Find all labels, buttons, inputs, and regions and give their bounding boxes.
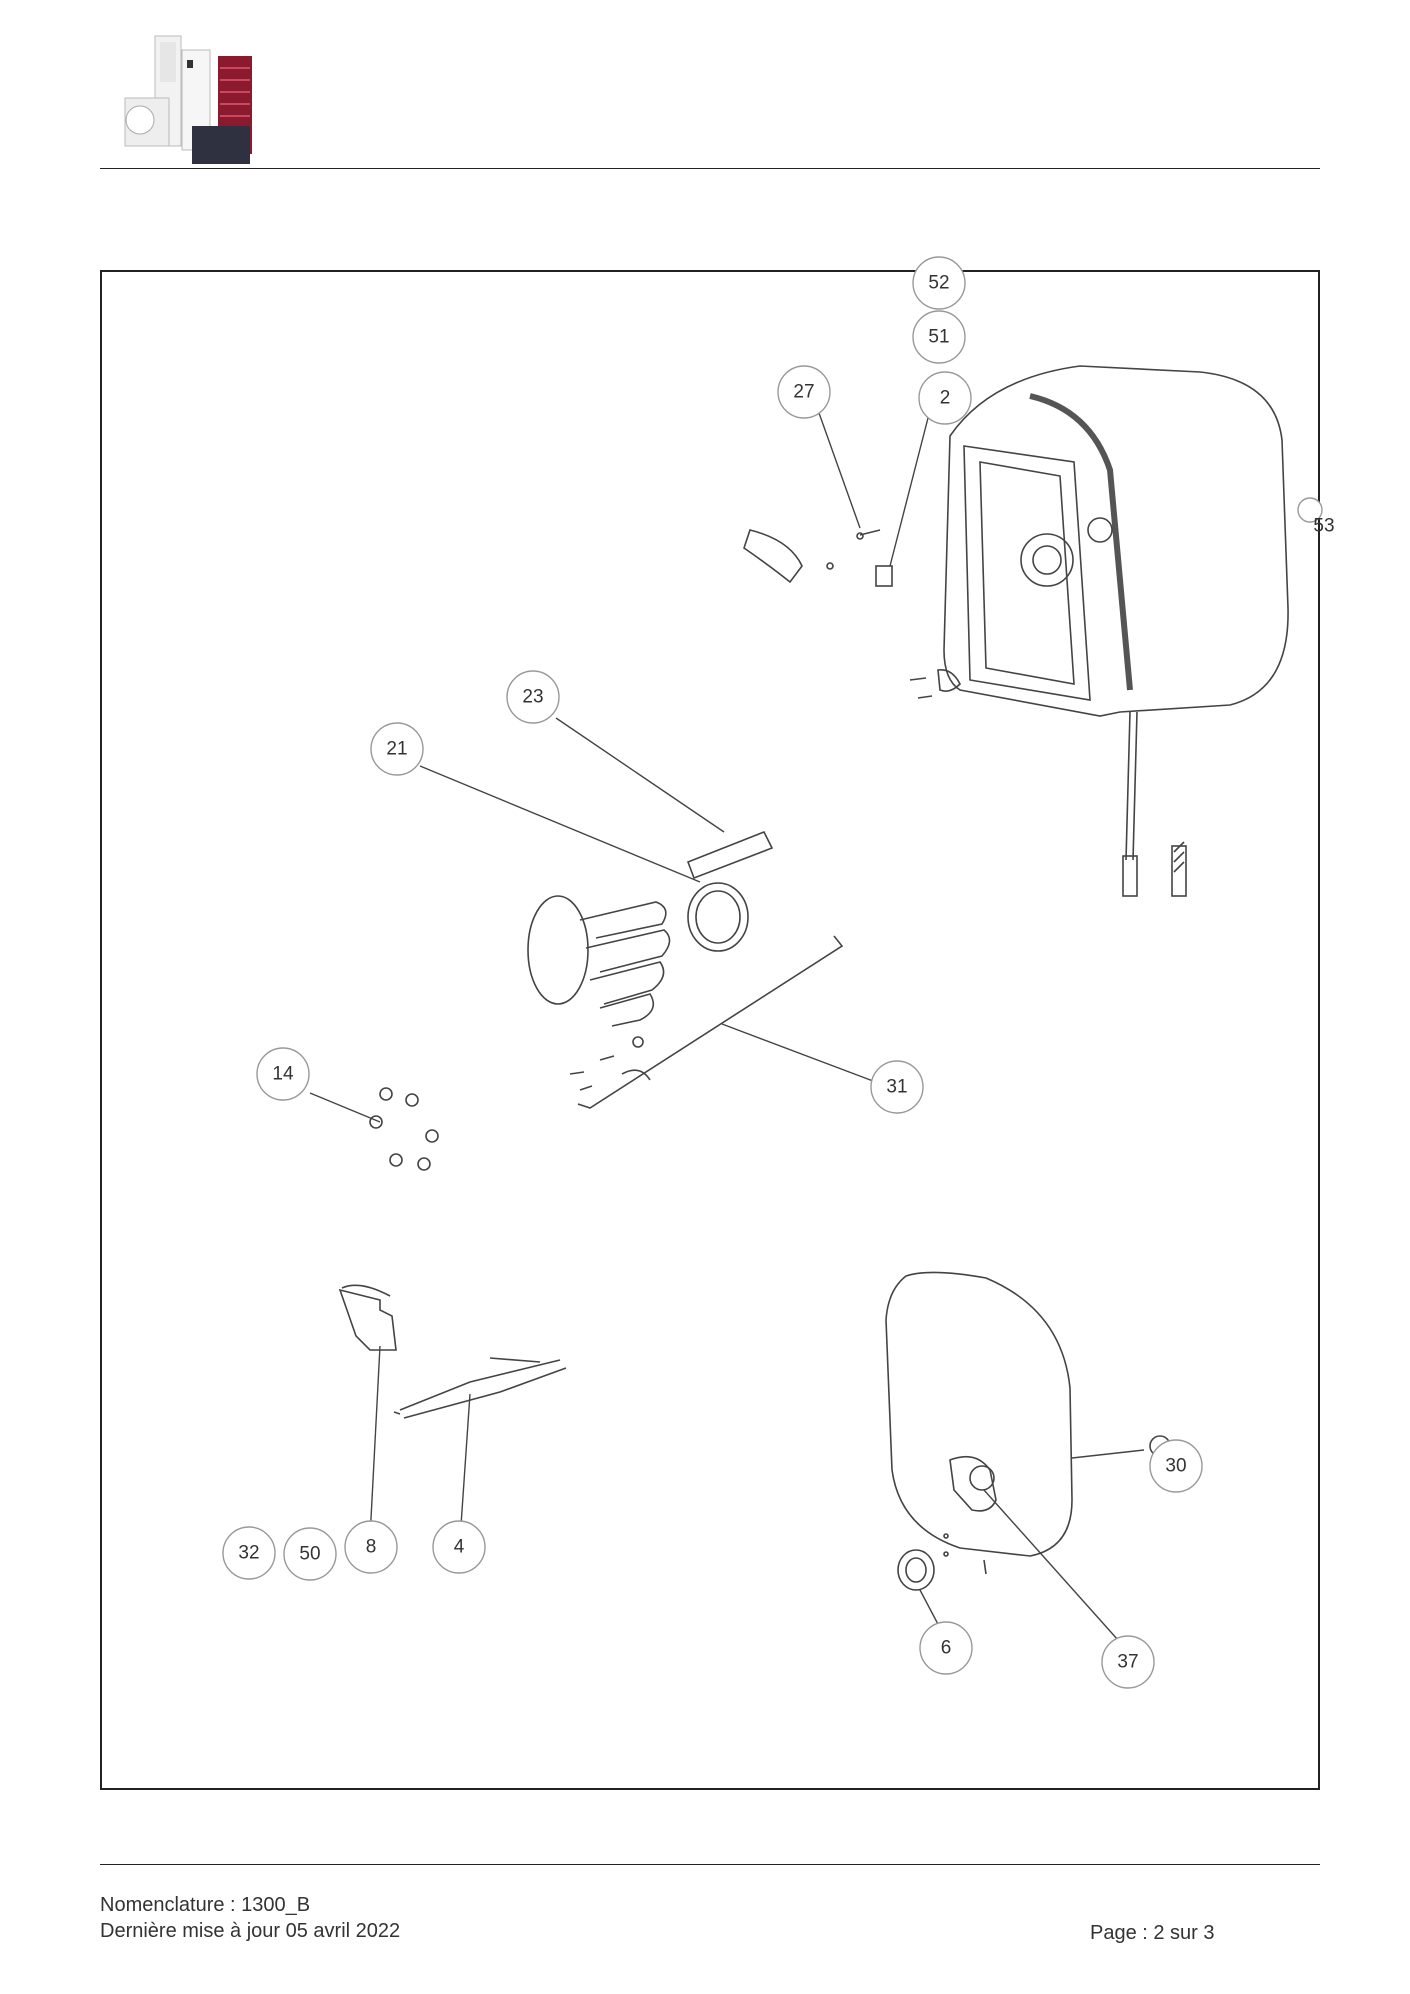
callout-balloon bbox=[370, 722, 424, 776]
callout-balloon bbox=[1149, 1439, 1203, 1493]
callout-balloon bbox=[1297, 497, 1323, 523]
nuts bbox=[369, 1087, 439, 1171]
callout-51: 51 bbox=[928, 327, 949, 348]
brand-logo bbox=[124, 35, 252, 164]
callout-balloon bbox=[256, 1047, 310, 1101]
callout-balloon bbox=[912, 256, 966, 310]
callout-balloon bbox=[870, 1060, 924, 1114]
footer-rule bbox=[100, 1864, 1320, 1865]
callout-balloon bbox=[777, 365, 831, 419]
callout-30: 30 bbox=[1165, 1456, 1186, 1477]
front-cover bbox=[885, 1271, 1171, 1591]
callout-balloon bbox=[918, 371, 972, 425]
callout-14: 14 bbox=[272, 1064, 294, 1085]
thermostat-wiring bbox=[338, 1284, 567, 1419]
callout-balloon bbox=[919, 1621, 973, 1675]
callout-balloon bbox=[283, 1527, 337, 1581]
callout-31: 31 bbox=[886, 1077, 907, 1098]
callout-balloon bbox=[1101, 1635, 1155, 1689]
callout-52: 52 bbox=[928, 273, 949, 294]
callout-37: 37 bbox=[1117, 1652, 1138, 1673]
callout-50: 50 bbox=[299, 1544, 320, 1565]
callout-balloon bbox=[912, 310, 966, 364]
callout-2: 2 bbox=[940, 388, 951, 409]
page-number: Page : 2 sur 3 bbox=[1090, 1922, 1215, 1944]
leader-lines bbox=[309, 412, 1145, 1641]
tank-body bbox=[943, 365, 1289, 897]
callout-53: 53 bbox=[1313, 516, 1334, 537]
diagram-frame bbox=[100, 270, 1320, 1790]
callout-23: 23 bbox=[522, 687, 543, 708]
callout-27: 27 bbox=[793, 382, 814, 403]
callout-balloon bbox=[506, 670, 560, 724]
callout-6: 6 bbox=[941, 1638, 952, 1659]
callout-balloon bbox=[432, 1520, 486, 1574]
bracket-parts bbox=[743, 529, 961, 699]
last-update-label: Dernière mise à jour 05 avril 2022 bbox=[100, 1920, 401, 1942]
header-rule bbox=[100, 168, 1320, 169]
callout-balloon bbox=[222, 1526, 276, 1580]
callout-21: 21 bbox=[386, 739, 407, 760]
callout-32: 32 bbox=[238, 1543, 259, 1564]
callout-balloon bbox=[344, 1520, 398, 1574]
callout-8: 8 bbox=[366, 1537, 377, 1558]
callout-4: 4 bbox=[454, 1537, 465, 1558]
nomenclature-label: Nomenclature : 1300_B bbox=[100, 1894, 311, 1916]
heating-element-assembly bbox=[527, 830, 844, 1109]
